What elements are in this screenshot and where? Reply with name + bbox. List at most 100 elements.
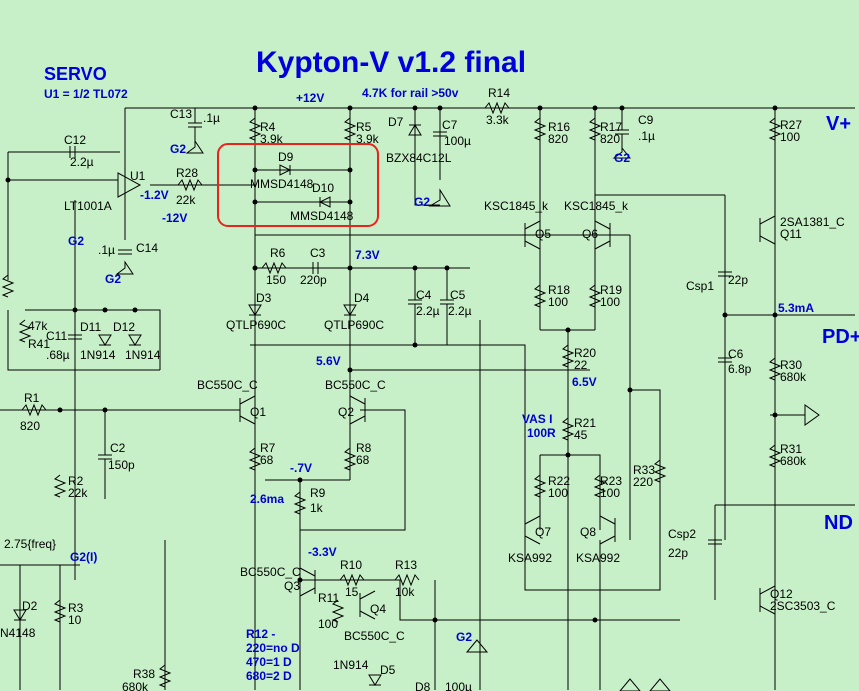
- voltage-label: 7.3V: [355, 248, 380, 262]
- diode-d5: [368, 674, 382, 686]
- component-value: 1k: [310, 501, 324, 515]
- component-name: D2: [22, 599, 38, 613]
- resistor-r21: [561, 417, 575, 441]
- component-value: QTLP690C: [226, 318, 286, 332]
- component-name: R28: [176, 166, 198, 180]
- r12-note: 220=no D: [246, 641, 300, 655]
- component-value: 3.9k: [260, 132, 284, 146]
- ground-label: G2: [170, 142, 186, 156]
- component-value: 1N914: [333, 658, 369, 672]
- opamp-u1: [117, 172, 142, 198]
- transistor-q2: [349, 395, 366, 425]
- component-value: MMSD4148: [290, 209, 354, 223]
- component-value: 100: [548, 486, 568, 500]
- resistor-r27: [768, 117, 782, 141]
- component-name: Q6: [582, 227, 598, 241]
- component-value: BZX84C12L: [386, 151, 452, 165]
- diode-d11: [98, 334, 112, 346]
- component-value: 100µ: [445, 680, 472, 691]
- diode-d10: [318, 196, 331, 208]
- component-name: R2: [68, 474, 84, 488]
- component-name: U1: [130, 169, 146, 183]
- resistor-r13: [394, 573, 420, 587]
- resistors: [1, 101, 782, 688]
- component-name: Q8: [580, 525, 596, 539]
- component-name: C11: [46, 329, 67, 343]
- resistor-r14: [484, 101, 510, 115]
- component-value: 680k: [122, 680, 149, 691]
- component-name: R38: [133, 667, 155, 681]
- capacitor-c6: [718, 357, 732, 363]
- component-value: KSC1845_k: [564, 199, 629, 213]
- voltage-label: -.7V: [290, 461, 312, 475]
- component-name: R10: [340, 558, 362, 572]
- component-value: 3.9k: [356, 132, 380, 146]
- resistor-r20: [561, 344, 575, 368]
- component-name: R19: [600, 283, 622, 297]
- component-name: Q1: [250, 405, 266, 419]
- component-value: 100: [600, 295, 620, 309]
- component-name: Q11: [780, 227, 802, 241]
- component-name: R9: [310, 486, 326, 500]
- resistor-r22: [533, 474, 547, 498]
- component-value: 100: [548, 295, 568, 309]
- voltage-label: -1.2V: [140, 188, 169, 202]
- transistor-q11: [759, 215, 776, 245]
- component-name: C2: [110, 441, 126, 455]
- component-name: Q7: [535, 525, 551, 539]
- component-value: .1µ: [98, 243, 115, 257]
- component-value: 3.3k: [486, 113, 510, 127]
- component-name: Csp2: [668, 527, 696, 541]
- resistor-r16: [533, 117, 547, 141]
- component-name: Q12: [770, 587, 793, 601]
- capacitor-c14: [118, 249, 132, 255]
- ground-label: G2: [68, 234, 84, 248]
- capacitor-csp1: [718, 271, 732, 277]
- component-name: R5: [356, 120, 372, 134]
- component-value: 22p: [668, 546, 688, 560]
- resistor-r11: [331, 599, 345, 623]
- resistor-r23: [593, 474, 607, 498]
- capacitors: [68, 108, 732, 545]
- rail-nd: ND: [824, 512, 853, 534]
- wires: [0, 107, 855, 690]
- component-value: 6.8p: [728, 362, 752, 376]
- voltage-label: 6.5V: [572, 375, 597, 389]
- component-value: 2.2µ: [70, 155, 94, 169]
- servo-heading: SERVO: [44, 64, 107, 84]
- rail-vplus: V+: [826, 113, 851, 135]
- component-name: R4: [260, 120, 276, 134]
- component-name: C14: [136, 241, 158, 255]
- resistor-r41: [18, 319, 32, 343]
- component-value: KSC1845_k: [484, 199, 549, 213]
- resistor-r5: [343, 117, 357, 141]
- freq-label: 2.75{freq}: [4, 537, 56, 551]
- resistor-r33: [653, 459, 667, 483]
- component-name: R7: [260, 441, 276, 455]
- capacitor-c3: [312, 262, 319, 274]
- component-value: 10: [68, 613, 82, 627]
- component-value: 45: [574, 428, 588, 442]
- component-name: D5: [380, 663, 396, 677]
- component-name: R27: [780, 118, 802, 132]
- component-value: 220p: [300, 273, 327, 287]
- component-value: 100: [318, 617, 338, 631]
- diode-d2: [13, 609, 27, 621]
- ground-label: G2: [105, 272, 121, 286]
- component-name: Q2: [338, 405, 354, 419]
- capacitor-c2: [98, 410, 112, 499]
- transistor-q12: [759, 585, 776, 615]
- vas-note: VAS I: [522, 412, 552, 426]
- transistors: [239, 215, 776, 620]
- component-value: 100: [780, 130, 800, 144]
- component-name: R8: [356, 441, 372, 455]
- component-name: R33: [633, 463, 655, 477]
- component-name: Q3: [284, 579, 300, 593]
- component-name: R41: [28, 337, 50, 351]
- component-value: 2SA1381_C: [780, 215, 845, 229]
- component-name: C13: [170, 107, 192, 121]
- component-value: BC550C_C: [344, 629, 405, 643]
- resistor-r19: [588, 284, 602, 308]
- component-value: 1N914: [80, 348, 116, 362]
- component-name: R3: [68, 601, 84, 615]
